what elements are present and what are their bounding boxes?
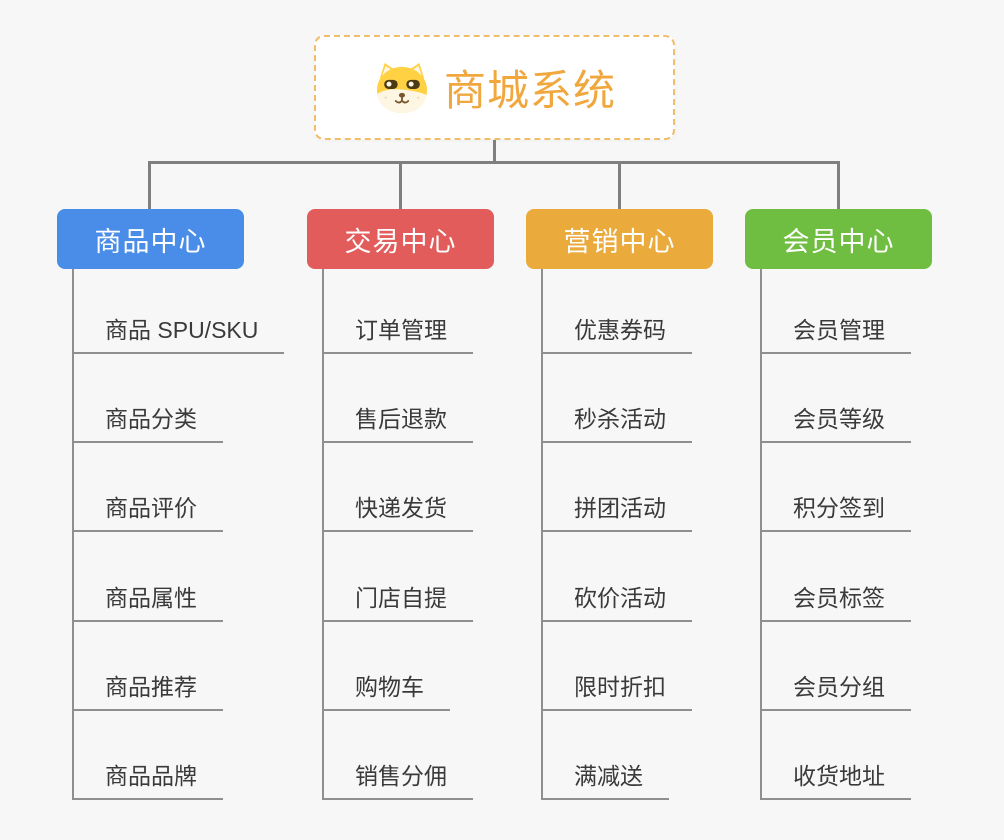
child-topic[interactable]: 商品评价 [72,489,223,532]
connector-drop-3 [618,161,621,210]
branch-stem [72,269,74,800]
child-topic[interactable]: 门店自提 [322,579,473,622]
child-topic[interactable]: 限时折扣 [541,668,692,711]
child-topic[interactable]: 购物车 [322,668,450,711]
child-topic[interactable]: 砍价活动 [541,579,692,622]
branch-topic-products[interactable]: 商品中心 [57,209,244,269]
branch-members: 会员中心 会员管理会员等级积分签到会员标签会员分组收货地址 [745,209,995,809]
branch-products: 商品中心 商品 SPU/SKU 商品分类商品评价商品属性商品推荐商品品牌 [57,209,307,809]
child-topic[interactable]: 收货地址 [760,757,911,800]
child-topic[interactable]: 商品推荐 [72,668,223,711]
branch-topic-members[interactable]: 会员中心 [745,209,932,269]
connector-bus [148,161,840,164]
branch-trade: 交易中心 订单管理售后退款快递发货门店自提购物车销售分佣 [307,209,557,809]
connector-drop-1 [148,161,151,210]
branch-stem [760,269,762,800]
child-topic[interactable]: 积分签到 [760,489,911,532]
child-topic[interactable]: 优惠券码 [541,311,692,354]
child-topic[interactable]: 会员等级 [760,400,911,443]
child-topic[interactable]: 满减送 [541,757,669,800]
child-topic[interactable]: 销售分佣 [322,757,473,800]
connector-drop-2 [399,161,402,210]
child-topic[interactable]: 会员标签 [760,579,911,622]
child-topic[interactable]: 商品品牌 [72,757,223,800]
child-topic[interactable]: 会员分组 [760,668,911,711]
child-topic[interactable]: 商品 SPU/SKU [72,311,285,354]
branch-topic-marketing[interactable]: 营销中心 [526,209,713,269]
branch-stem [541,269,543,800]
child-topic[interactable]: 拼团活动 [541,489,692,532]
child-topic[interactable]: 快递发货 [322,489,473,532]
connector-root-drop [493,140,496,163]
root-topic-label: 商城系统 [443,67,616,114]
connector-drop-4 [837,161,840,210]
child-topic[interactable]: 商品分类 [72,400,223,443]
branch-topic-trade[interactable]: 交易中心 [307,209,494,269]
root-topic[interactable]: 商城系统 [314,35,675,140]
child-topic[interactable]: 会员管理 [760,311,911,354]
child-topic[interactable]: 秒杀活动 [541,400,692,443]
child-topic[interactable]: 商品属性 [72,579,223,622]
branch-marketing: 营销中心 优惠券码秒杀活动拼团活动砍价活动限时折扣满减送 [526,209,776,809]
child-topic[interactable]: 订单管理 [322,311,473,354]
shiba-dog-icon [376,62,428,113]
branch-stem [322,269,324,800]
child-topic[interactable]: 售后退款 [322,400,473,443]
